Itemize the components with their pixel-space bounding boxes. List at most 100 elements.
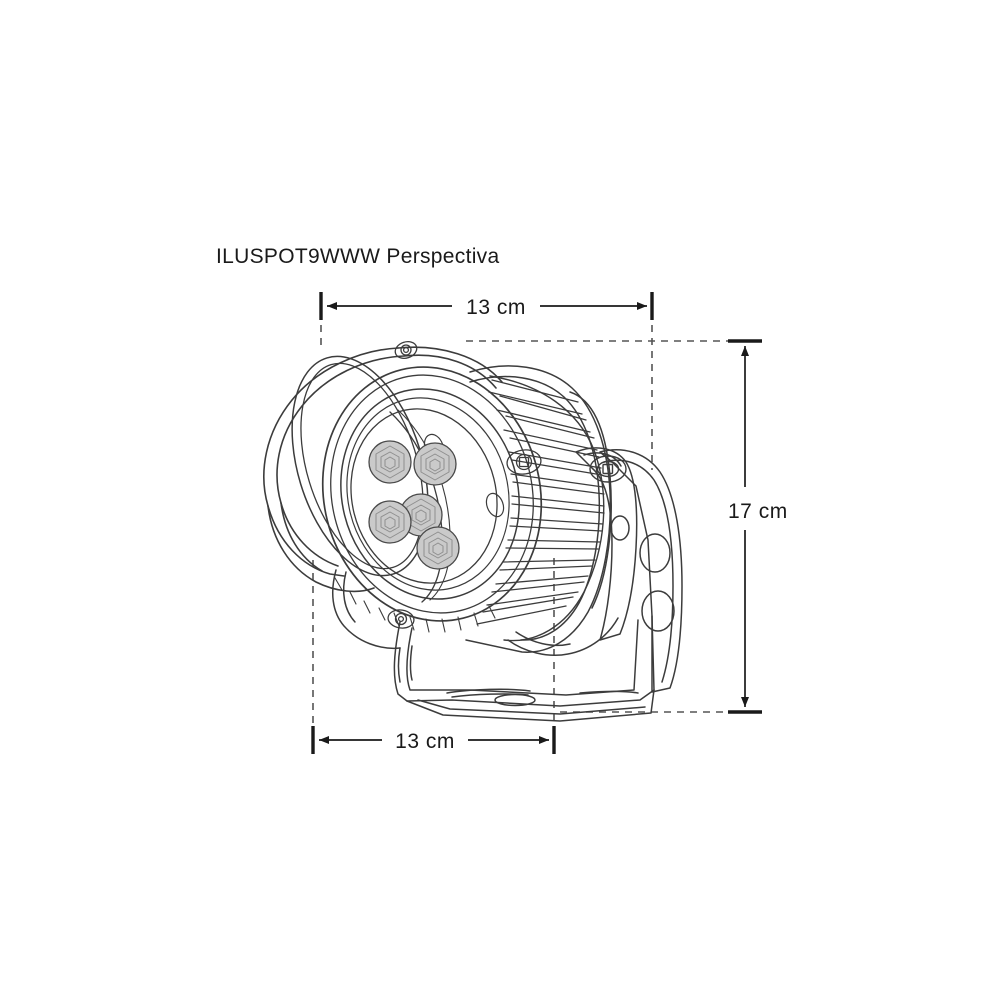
pivot-screw-left-head bbox=[515, 453, 533, 471]
page-title: ILUSPOT9WWW Perspectiva bbox=[216, 245, 499, 268]
bracket-hole-lower bbox=[641, 590, 675, 632]
bezel-outer bbox=[321, 366, 543, 622]
bezel-screw-lower bbox=[387, 609, 415, 629]
body-outer-silhouette bbox=[465, 365, 612, 653]
fin-11b bbox=[486, 591, 579, 606]
hood-mouth-ellipse-inner bbox=[300, 362, 424, 570]
dim-bottom-label: 13 cm bbox=[395, 730, 455, 753]
led-hex-3 bbox=[415, 509, 427, 523]
fin-tip-band bbox=[489, 375, 605, 642]
dimension-top: 13 cm bbox=[319, 292, 654, 320]
dimension-bottom: 13 cm bbox=[311, 726, 556, 754]
yoke-left-down bbox=[397, 647, 401, 683]
led-hex-1 bbox=[375, 445, 405, 479]
base-bottom-plate bbox=[406, 689, 655, 722]
bracket-arm-right bbox=[599, 449, 683, 693]
led-hex-1 bbox=[423, 531, 453, 565]
knurl-6 bbox=[425, 618, 430, 633]
pivot-screw-left bbox=[506, 449, 542, 475]
led-lens-outer bbox=[416, 526, 460, 570]
hood-screw-center bbox=[402, 346, 410, 354]
fin-9 bbox=[505, 547, 599, 550]
led-hex-2 bbox=[428, 537, 448, 559]
bracket-arm-outline bbox=[599, 449, 683, 693]
hood-outer-top-right bbox=[397, 346, 503, 383]
fin-10b bbox=[495, 575, 589, 585]
fin-1 bbox=[491, 379, 579, 403]
hood-mouth-ellipse bbox=[291, 355, 429, 577]
rear-strap-arc bbox=[507, 617, 619, 656]
spotlight-assembly bbox=[263, 341, 683, 722]
base-bottom-plate-inner bbox=[417, 699, 646, 715]
knurl-10 bbox=[488, 605, 496, 619]
led-hex-3 bbox=[384, 456, 396, 470]
mounting-base bbox=[393, 615, 655, 722]
bezel-screw-center bbox=[397, 615, 405, 623]
heatsink-body bbox=[465, 365, 612, 653]
base-outer-left-wall bbox=[393, 615, 655, 707]
bezel-outer-2 bbox=[330, 374, 534, 614]
adjustment-arm-hole bbox=[610, 515, 630, 541]
led-hex-2 bbox=[380, 451, 400, 473]
led-hex-1 bbox=[406, 498, 436, 532]
hood-outer-top-right-inner bbox=[403, 354, 497, 389]
fin-7 bbox=[511, 503, 605, 514]
bracket-arm-inner-edge bbox=[603, 459, 674, 683]
fin-2b bbox=[496, 409, 591, 433]
led-hex-1 bbox=[420, 447, 450, 481]
front-glass bbox=[350, 408, 498, 584]
glare-shield-hood bbox=[263, 341, 503, 593]
dimension-right: 17 cm bbox=[728, 339, 788, 714]
base-mounting-hole bbox=[494, 693, 536, 707]
led-hex-3 bbox=[432, 542, 444, 556]
fin-7b bbox=[510, 517, 604, 525]
hood-screw-head bbox=[400, 344, 412, 356]
bezel-screw-head bbox=[394, 612, 408, 626]
fin-8b bbox=[507, 539, 601, 543]
bracket-hole-upper bbox=[639, 533, 671, 573]
inner-shade-edge-2 bbox=[397, 409, 451, 601]
hood-outer-top-inner bbox=[276, 355, 405, 567]
fin-8 bbox=[509, 525, 603, 532]
fin-11 bbox=[491, 581, 585, 593]
led-hex-1 bbox=[375, 505, 405, 539]
led-lens-outer bbox=[368, 440, 412, 484]
fin-9b bbox=[502, 559, 596, 563]
bezel-inner-rim-2 bbox=[346, 397, 510, 591]
led-lens-outer bbox=[368, 500, 412, 544]
rear-strap-arc-inner bbox=[515, 631, 571, 647]
fin-10 bbox=[499, 565, 593, 571]
fin-12 bbox=[482, 596, 574, 613]
fin-3b bbox=[503, 429, 598, 451]
led-hex-3 bbox=[429, 458, 441, 472]
base-slot-right bbox=[579, 690, 639, 694]
pivot-screw-left-hex bbox=[518, 456, 530, 468]
yoke-rear-strap bbox=[507, 617, 619, 656]
fin-5b bbox=[510, 473, 604, 488]
knurl-9 bbox=[473, 612, 479, 627]
fin-1b bbox=[488, 391, 583, 415]
bezel-screw-boss bbox=[387, 609, 415, 629]
fin-5 bbox=[511, 459, 603, 476]
dim-top-label: 13 cm bbox=[466, 296, 526, 319]
led-hex-2 bbox=[425, 453, 445, 475]
knurl-7 bbox=[441, 618, 446, 633]
fin-3 bbox=[505, 415, 595, 439]
body-outer-silhouette-inner bbox=[469, 375, 601, 641]
lens-bump-right bbox=[485, 492, 505, 518]
body-rear-cap bbox=[569, 391, 612, 609]
knurl-5 bbox=[409, 616, 415, 631]
knurl-3 bbox=[378, 607, 386, 621]
yoke-front-arm bbox=[331, 569, 413, 683]
hood-outer-top bbox=[263, 347, 399, 577]
led-hex-2 bbox=[380, 511, 400, 533]
led-hex-3 bbox=[384, 516, 396, 530]
fin-6b bbox=[511, 495, 605, 507]
yoke-left-down-inner bbox=[409, 645, 413, 681]
dim-right-label: 17 cm bbox=[728, 500, 788, 523]
hood-screw-boss bbox=[394, 341, 418, 359]
fin-12b bbox=[476, 605, 567, 625]
led-hex-2 bbox=[411, 504, 431, 526]
knurl-1 bbox=[349, 591, 357, 605]
